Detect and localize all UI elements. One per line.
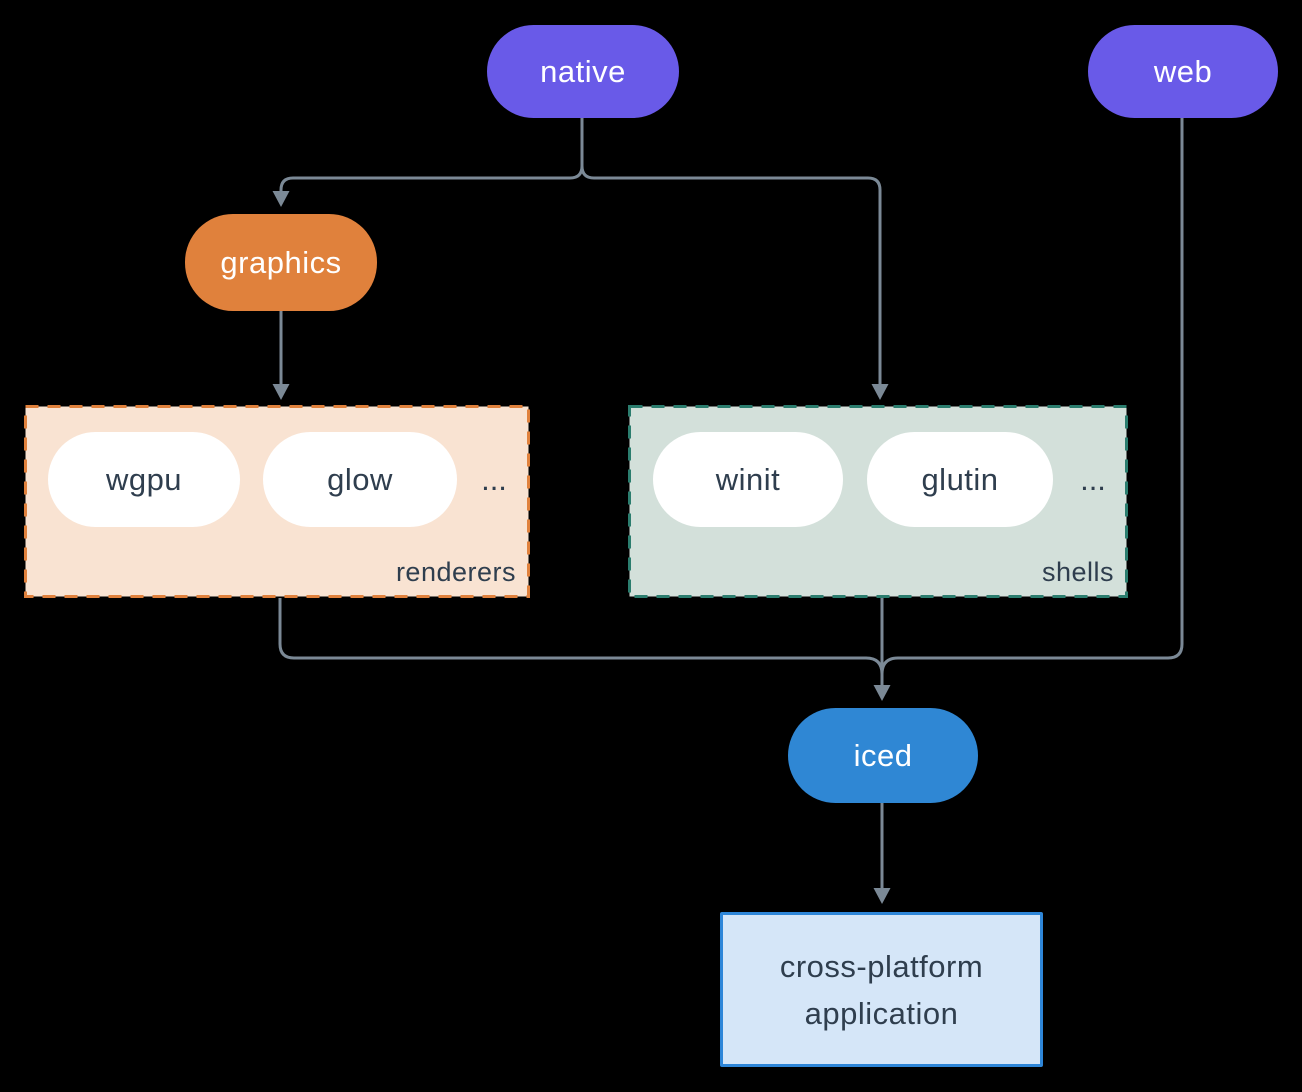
arrowhead-application-icon [873, 888, 891, 904]
arrowhead-renderers-icon [272, 384, 290, 400]
node-web: web [1088, 25, 1278, 118]
node-wgpu: wgpu [48, 432, 240, 527]
renderers-group: wgpu glow ... renderers [24, 405, 530, 598]
node-iced-label: iced [853, 737, 913, 773]
node-native-label: native [540, 53, 626, 89]
shells-caption: shells [1041, 557, 1114, 587]
edge-native-to-shells [580, 118, 882, 385]
node-graphics-label: graphics [220, 244, 342, 280]
edge-web-to-junction [880, 118, 1184, 675]
node-web-label: web [1153, 53, 1213, 89]
node-winit: winit [653, 432, 843, 527]
node-native: native [487, 25, 679, 118]
node-glow: glow [263, 432, 457, 527]
arrowhead-graphics-icon [272, 191, 290, 207]
node-glutin: glutin [867, 432, 1053, 527]
node-glutin-label: glutin [921, 461, 999, 497]
node-winit-label: winit [715, 461, 781, 497]
node-graphics: graphics [185, 214, 377, 311]
application-label: cross-platform application [779, 948, 984, 1031]
arrowhead-iced-icon [873, 685, 891, 701]
edge-native-to-graphics [279, 118, 584, 192]
shells-group: winit glutin ... shells [628, 405, 1128, 598]
renderers-caption: renderers [395, 557, 516, 587]
node-glow-label: glow [327, 461, 393, 497]
node-iced: iced [788, 708, 978, 803]
node-cross-platform-application: cross-platform application [720, 912, 1043, 1067]
shells-ellipsis: ... [1080, 461, 1106, 497]
arrowhead-shells-icon [871, 384, 889, 400]
node-wgpu-label: wgpu [105, 461, 183, 497]
renderers-ellipsis: ... [481, 461, 507, 497]
edge-renderers-to-junction [278, 598, 884, 675]
